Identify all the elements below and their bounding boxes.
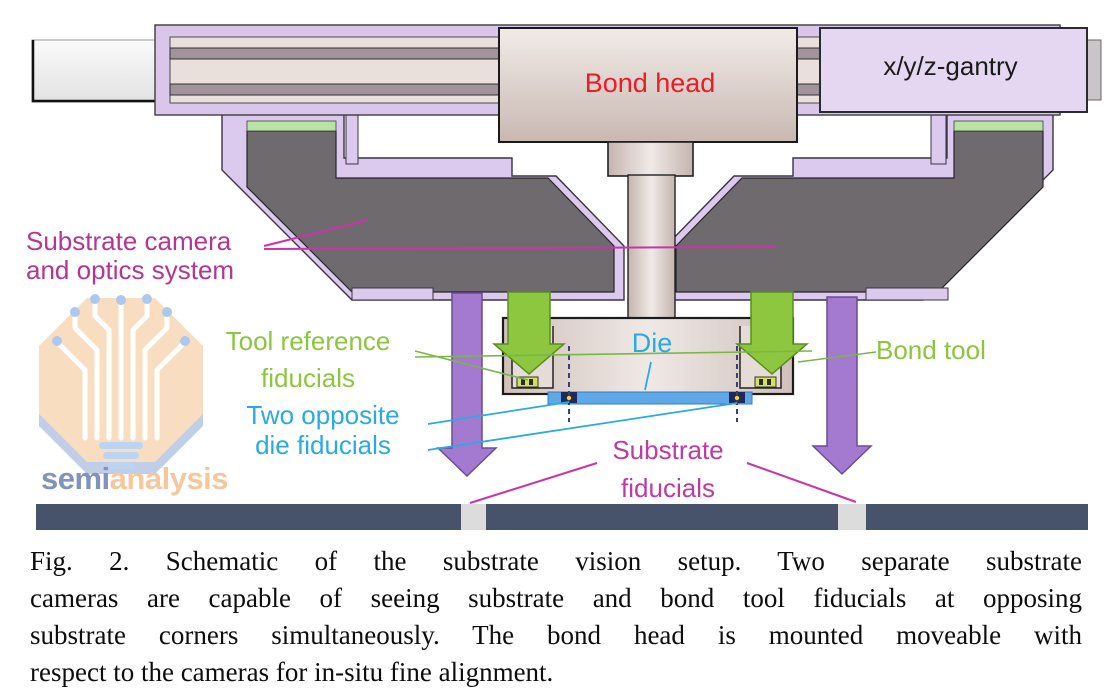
tool-fiducial-left [516,376,539,388]
substrate-fiducials-label-line1: Substrate [612,435,724,465]
die-fiducial-left-dot [566,395,572,401]
substrate-fiducial-gap-left [461,504,486,530]
logo-circuit-tree [57,302,185,441]
substrate-fiducials-label-line2: fiducials [621,473,715,503]
die-label: Die [631,328,673,358]
substrate-segment-1 [36,504,461,530]
leader-substrate-fid-right [746,462,857,503]
purple-arrow-right [811,296,873,476]
tool-fiducial-right [754,376,777,388]
die-fiducials-label: Two opposite die fiducials [223,400,423,460]
substrate-camera-label-line2: and optics system [26,255,235,285]
schematic-drawing [31,24,1102,530]
leader-die [644,361,652,391]
green-leaders [414,350,877,381]
tool-reference-label: Tool reference fiducials [208,323,408,397]
bond-head-stub [607,141,694,177]
leader-die-fid-left [427,401,570,425]
green-arrow-left [491,291,567,375]
leader-tool-fid-left [414,350,529,381]
right-camera-body [675,130,1044,293]
green-arrows [491,291,810,375]
logo-bulb-base [99,442,143,469]
gantry-end-tab [1086,39,1102,101]
leader-bond-tool [797,351,877,363]
tool-fiducial-right-mark [759,379,763,385]
tool-fiducial-left-mark [521,379,525,385]
bond-head [498,27,798,143]
left-camera-foot [351,287,434,301]
bond-tool-label: Bond tool [876,335,986,365]
substrate-fiducial-gap-right [838,504,866,530]
leader-camera-right [263,246,776,250]
wordmark-semi: semi [41,461,110,496]
leader-tool-fid-right [414,350,813,358]
gantry-box [819,27,1088,113]
bond-head-label: Bond head [584,68,716,98]
leader-die-fid-right [427,402,738,451]
substrate-camera-label: Substrate camera and optics system [26,227,234,285]
figure-caption: Fig. 2. Schematic of the substrate visio… [30,543,1082,691]
die-fiducials-label-line1: Two opposite [246,400,400,430]
semianalysis-wordmark: semianalysis [41,461,229,496]
tool-fiducial-left-mark2 [529,379,533,385]
logo-circuit-dots [52,294,190,346]
tool-fiducial-right-mark2 [767,379,771,385]
left-bracket-connector [345,111,359,165]
gantry-label: x/y/z-gantry [883,51,1018,81]
left-camera-body [246,130,615,293]
purple-arrow-left [436,292,498,478]
schematic-figure: Bond head x/y/z-gantry Substrate camera … [26,24,1102,530]
die-fiducial-right-dot [734,395,740,401]
cyan-leaders [427,361,738,451]
tool-reference-label-line1: Tool reference [225,326,391,356]
green-arrow-right [734,291,810,375]
right-camera-foot [865,287,949,301]
tool-reference-label-line2: fiducials [261,363,355,393]
caption-line-3: substrate corners simultaneously. The bo… [30,620,1082,650]
rail-left-edge [31,40,155,103]
right-bracket-connector [930,111,947,165]
leader-substrate-fid-left [469,462,598,504]
die-fiducials-label-line2: die fiducials [255,430,391,460]
purple-arrows [436,292,873,478]
wordmark-analysis: analysis [109,461,229,496]
left-green-strip [246,120,337,132]
leader-camera-left [263,219,369,247]
caption-line-2: cameras are capable of seeing substrate … [30,583,1082,613]
die [547,391,753,405]
substrate-segment-2 [486,504,838,530]
caption-line-4: respect to the cameras for in-situ fine … [30,657,554,687]
substrate-fiducials-label: Substrate fiducials [568,431,768,507]
semianalysis-logo [39,294,203,474]
substrate-camera-label-line1: Substrate camera [26,226,232,256]
magenta-leaders [263,219,857,504]
substrate-segment-3 [866,504,1088,530]
caption-line-1: Fig. 2. Schematic of the substrate visio… [30,546,1082,576]
right-green-strip [953,120,1044,132]
rail-left [31,39,156,103]
